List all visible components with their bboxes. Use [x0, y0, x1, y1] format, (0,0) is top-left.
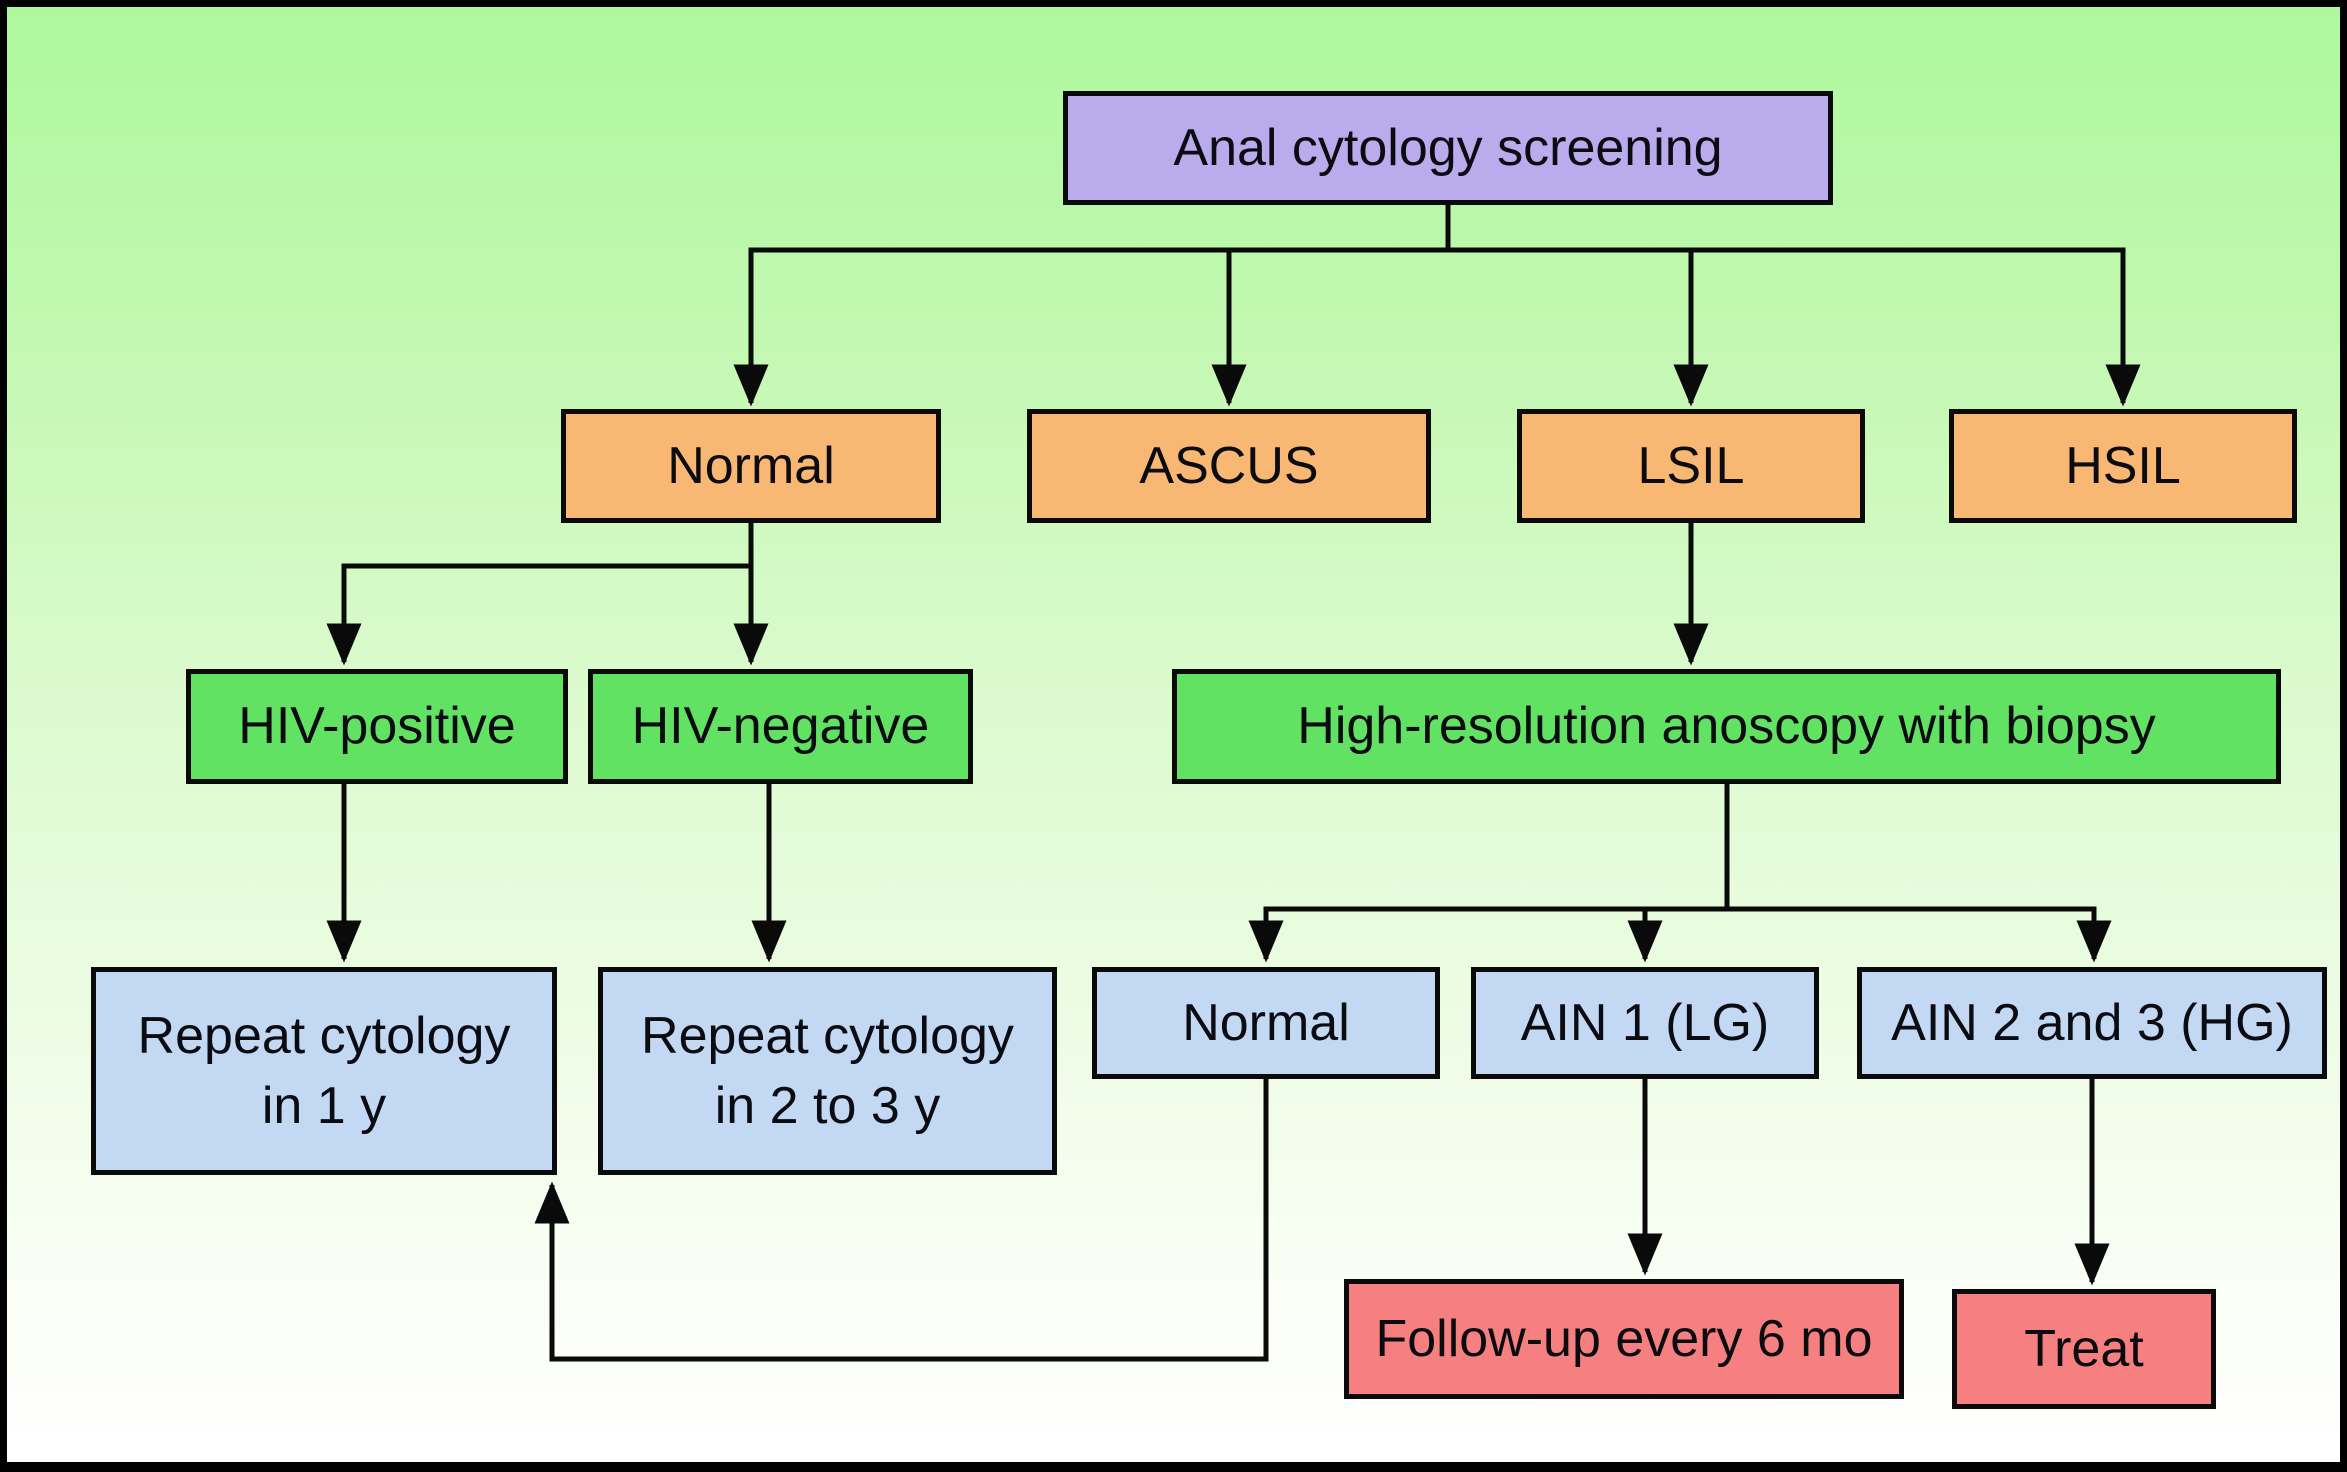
node-repeat-cytology-2-3y: Repeat cytology in 2 to 3 y	[598, 967, 1057, 1175]
node-hiv-negative: HIV-negative	[588, 669, 973, 784]
node-normal-cytology: Normal	[561, 409, 941, 523]
node-high-resolution-anoscopy: High-resolution anoscopy with biopsy	[1172, 669, 2281, 784]
node-label: Normal	[667, 436, 835, 495]
node-label: ASCUS	[1139, 436, 1319, 495]
node-ascus: ASCUS	[1027, 409, 1431, 523]
node-label: HIV-positive	[238, 697, 516, 756]
node-label: High-resolution anoscopy with biopsy	[1297, 697, 2156, 756]
node-ain-1-lg: AIN 1 (LG)	[1471, 967, 1819, 1079]
node-label: Follow-up every 6 mo	[1375, 1309, 1873, 1368]
node-treat: Treat	[1952, 1289, 2216, 1409]
node-label: Normal	[1182, 993, 1350, 1052]
node-label: HIV-negative	[631, 697, 930, 756]
node-hsil: HSIL	[1949, 409, 2297, 523]
arrow-normal-biopsy-loopback	[534, 1079, 1269, 1362]
connector-layer	[326, 204, 2141, 1362]
node-lsil: LSIL	[1517, 409, 1865, 523]
node-label: HSIL	[2065, 436, 2181, 495]
node-label: Repeat cytology in 1 y	[137, 1006, 511, 1135]
node-label: Anal cytology screening	[1173, 118, 1723, 177]
node-anal-cytology-screening: Anal cytology screening	[1063, 91, 1833, 205]
node-hiv-positive: HIV-positive	[186, 669, 568, 784]
node-label: AIN 2 and 3 (HG)	[1891, 993, 2293, 1052]
node-normal-biopsy: Normal	[1092, 967, 1440, 1079]
node-label: AIN 1 (LG)	[1520, 993, 1770, 1052]
node-repeat-cytology-1y: Repeat cytology in 1 y	[91, 967, 557, 1175]
node-label: LSIL	[1637, 436, 1745, 495]
node-ain-2-3-hg: AIN 2 and 3 (HG)	[1857, 967, 2327, 1079]
node-follow-up-6mo: Follow-up every 6 mo	[1344, 1279, 1904, 1399]
node-label: Repeat cytology in 2 to 3 y	[641, 1006, 1014, 1135]
node-label: Treat	[2024, 1319, 2144, 1378]
